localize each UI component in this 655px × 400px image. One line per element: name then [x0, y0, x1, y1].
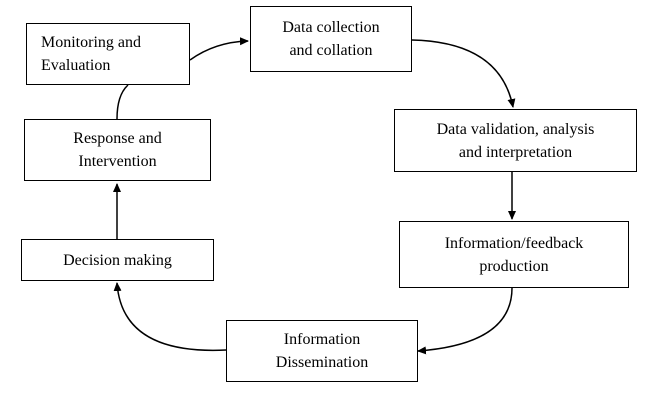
- node-label: Decision making: [63, 251, 172, 269]
- node-label: Information/feedback production: [444, 234, 584, 275]
- connector-response-to-monitoring: [116, 84, 129, 120]
- arrow-collection-to-validation: [411, 39, 516, 108]
- arrow-feedback-to-dissemination: [417, 287, 513, 355]
- node-data-validation: Data validation, analysis and interpreta…: [394, 109, 637, 172]
- node-information-dissemination: Information Dissemination: [226, 320, 418, 382]
- node-label: Data collection and collation: [282, 19, 380, 59]
- node-information-feedback: Information/feedback production: [399, 221, 629, 288]
- node-monitoring-and-evaluation: Monitoring and Evaluation: [26, 23, 190, 85]
- node-response-and-intervention: Response and Intervention: [24, 119, 211, 181]
- node-label: Response and Intervention: [73, 130, 162, 170]
- arrow-monitoring-to-collection: [189, 37, 249, 61]
- node-data-collection: Data collection and collation: [250, 6, 412, 72]
- node-decision-making: Decision making: [21, 239, 214, 281]
- node-label: Monitoring and Evaluation: [41, 34, 141, 74]
- node-label: Data validation, analysis and interpreta…: [436, 120, 595, 161]
- arrow-dissemination-to-decision: [113, 282, 227, 352]
- node-label: Information Dissemination: [275, 331, 369, 371]
